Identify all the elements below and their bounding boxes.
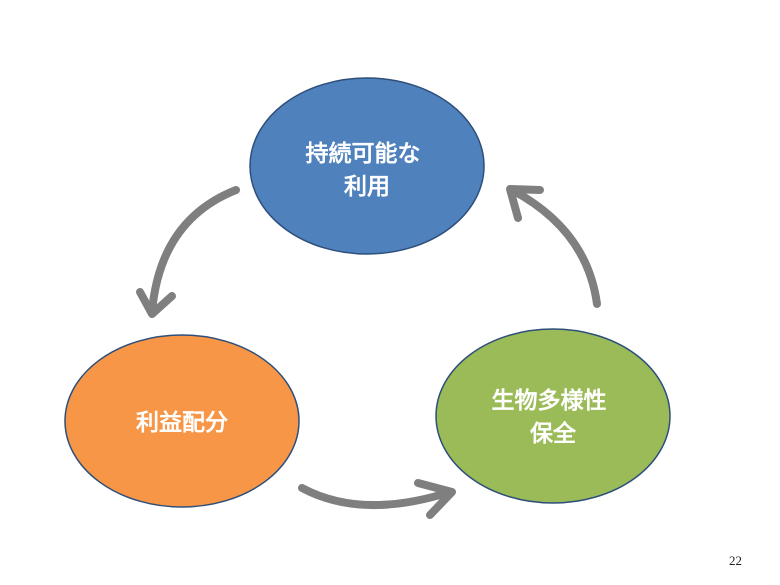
arrow-use-to-benefit-head xyxy=(136,288,176,318)
node-sustainable-use-shape xyxy=(249,77,485,255)
cycle-arrows xyxy=(136,185,601,519)
node-benefit-sharing-line-1: 利益配分 xyxy=(136,409,228,436)
node-sustainable-use-line-1: 持続可能な xyxy=(305,140,420,167)
node-benefit-sharing: 利益配分 xyxy=(64,334,300,508)
node-biodiversity-conservation: 生物多様性 保全 xyxy=(435,328,671,504)
arrow-biodiversity-to-use xyxy=(508,186,601,308)
node-sustainable-use: 持続可能な 利用 xyxy=(249,77,485,255)
page-number: 22 xyxy=(729,553,742,568)
node-biodiversity-conservation-shape xyxy=(435,328,671,504)
svg-text:持続可能な 利用: 持続可能な 利用 xyxy=(305,140,428,200)
svg-text:生物多様性 保全: 生物多様性 保全 xyxy=(491,387,614,447)
node-benefit-sharing-shape xyxy=(64,334,300,508)
node-sustainable-use-line-2: 利用 xyxy=(344,174,390,200)
arrow-biodiversity-to-use-head xyxy=(506,185,544,222)
svg-text:利益配分: 利益配分 xyxy=(136,409,228,436)
arrow-benefit-to-biodiversity xyxy=(298,484,454,510)
node-biodiversity-conservation-line-1: 生物多様性 xyxy=(491,387,606,414)
arrow-use-to-benefit xyxy=(148,186,240,316)
node-biodiversity-conservation-line-2: 保全 xyxy=(529,420,577,447)
arrow-benefit-to-biodiversity-head xyxy=(414,479,456,519)
